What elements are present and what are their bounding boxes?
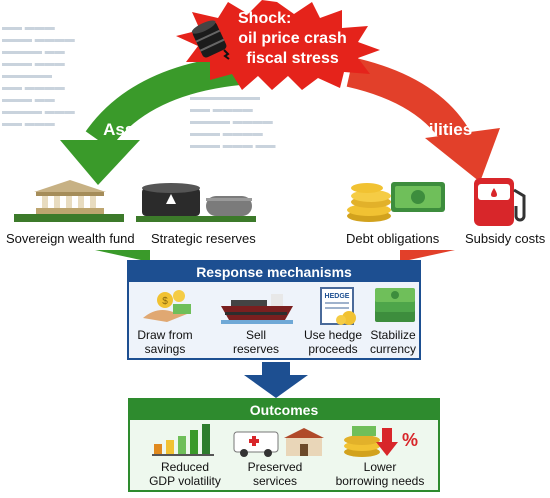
response-item-reserves: Sell reserves xyxy=(232,328,279,356)
ambulance-building-icon xyxy=(233,428,324,457)
outcome-item-borrowing: Lower borrowing needs xyxy=(335,460,425,488)
hedge-badge: HEDGE xyxy=(325,293,350,300)
shock-line-1: oil price crash xyxy=(238,30,347,47)
response-item-savings: Draw from savings xyxy=(137,328,193,356)
outcomes-title: Outcomes xyxy=(130,400,438,420)
fuel-pump-icon xyxy=(474,178,526,226)
assets-arrow-head xyxy=(60,140,140,185)
coins-down-arrow-icon: % xyxy=(344,426,418,457)
outcome-item-gdp: Reduced GDP volatility xyxy=(149,460,221,488)
assets-feed-arrow xyxy=(95,250,150,262)
response-box: Response mechanisms $ HEDGE xyxy=(127,260,421,360)
down-arrow xyxy=(244,362,308,398)
liability-label-debt-obligations: Debt obligations xyxy=(346,231,440,246)
shock-starburst xyxy=(176,0,380,90)
liabilities-arrow-arc xyxy=(346,57,472,148)
oil-tanks-icon xyxy=(136,183,256,222)
liability-label-subsidy-costs: Subsidy costs xyxy=(465,231,546,246)
response-item-currency: Stabilize currency xyxy=(369,328,416,356)
shock-title: Shock: xyxy=(238,10,292,27)
liabilities-arrow-head xyxy=(425,128,500,182)
background-text-left: ▬▬ ▬▬▬ ▬▬▬ ▬▬▬▬ ▬▬▬▬ ▬▬ ▬▬▬ ▬▬▬ ▬▬▬▬▬ ▬▬… xyxy=(2,22,75,129)
hedge-document-icon: HEDGE xyxy=(320,287,356,325)
svg-text:$: $ xyxy=(162,296,168,307)
liabilities-label: Liabilities xyxy=(393,120,473,139)
tanker-ship-icon xyxy=(221,294,293,324)
shock-line-2: fiscal stress xyxy=(246,50,339,67)
hand-coins-icon: $ xyxy=(143,290,191,322)
asset-label-sovereign-wealth-fund: Sovereign wealth fund xyxy=(6,231,135,246)
outcomes-box: Outcomes % Reduced xyxy=(128,398,440,492)
outcome-item-services: Preserved services xyxy=(247,460,303,488)
assets-label: Assets xyxy=(103,120,159,139)
percent-badge: % xyxy=(402,430,418,450)
response-item-hedge: Use hedge proceeds xyxy=(303,328,363,356)
asset-label-strategic-reserves: Strategic reserves xyxy=(151,231,256,246)
coins-money-icon xyxy=(347,182,445,222)
bar-chart-icon xyxy=(152,424,214,456)
oil-barrel-icon xyxy=(191,20,230,60)
bank-building-icon xyxy=(14,180,124,222)
liabilities-feed-arrow xyxy=(400,250,455,262)
response-title: Response mechanisms xyxy=(129,262,419,282)
cash-stack-icon xyxy=(375,288,415,322)
background-text-center: ▬▬▬▬▬▬▬ ▬▬ ▬▬▬▬ ▬▬▬▬ ▬▬▬▬ ▬▬▬ ▬▬▬▬ ▬▬▬ ▬… xyxy=(190,92,276,151)
